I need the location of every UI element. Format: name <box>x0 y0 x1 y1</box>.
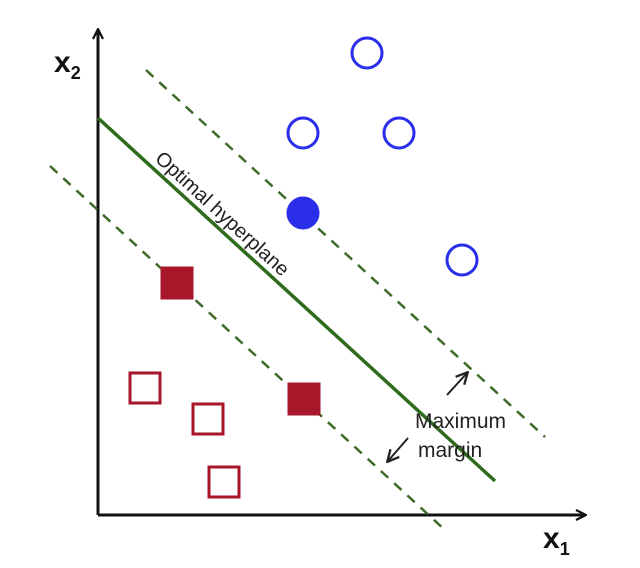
square-point <box>207 465 241 499</box>
y-axis-label: x2 <box>54 46 81 83</box>
support-vector-square <box>160 266 194 300</box>
support-vector-square <box>287 382 321 416</box>
margin-label-line1: Maximum <box>415 410 506 433</box>
optimal-hyperplane-line <box>96 116 497 483</box>
margin-arrow-down <box>388 437 409 461</box>
square-point <box>128 371 162 405</box>
circle-point <box>286 116 320 150</box>
square-point <box>191 402 225 436</box>
margin-label-line2: margin <box>418 439 482 462</box>
hyperplane-label: Optimal hyperplane <box>151 147 294 280</box>
lower-margin-line <box>49 165 447 532</box>
upper-margin-line <box>145 69 546 438</box>
support-vector-circle <box>286 196 320 230</box>
circle-point <box>445 243 479 277</box>
circle-point <box>382 116 416 150</box>
margin-arrow-up <box>446 373 467 396</box>
x-axis-label: x1 <box>543 522 570 559</box>
circle-point <box>350 36 384 70</box>
